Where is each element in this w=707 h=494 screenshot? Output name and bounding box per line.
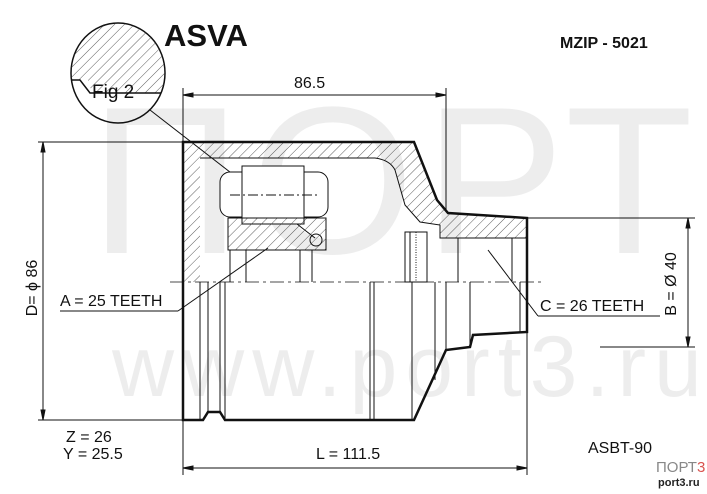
dim-inner-teeth: A = 25 TEETH xyxy=(60,293,163,310)
corner-site: port3.ru xyxy=(658,477,700,489)
part-number: MZIP - 5021 xyxy=(560,35,648,52)
corner-logo: ПОРТ3 xyxy=(656,460,705,475)
brand-title: ASVA xyxy=(164,18,248,53)
fig-label: Fig 2 xyxy=(92,82,135,103)
dim-top-length: 86.5 xyxy=(294,75,326,92)
dim-outer-diameter: D= ϕ 86 xyxy=(24,259,41,317)
corner-logo-accent: 3 xyxy=(696,459,706,476)
dim-y: Y = 25.5 xyxy=(63,446,123,463)
dim-shaft-diameter: B = Ø 40 xyxy=(663,252,680,316)
boot-reference: ASBT-90 xyxy=(588,440,653,457)
fig-detail-circle xyxy=(70,22,166,124)
dim-z: Z = 26 xyxy=(66,429,112,446)
dim-total-length: L = 111.5 xyxy=(316,446,381,463)
dim-outer-teeth: C = 26 TEETH xyxy=(540,298,645,315)
watermark-url: www.port3.ru xyxy=(112,319,707,415)
corner-logo-text: ПОРТ xyxy=(656,459,697,476)
